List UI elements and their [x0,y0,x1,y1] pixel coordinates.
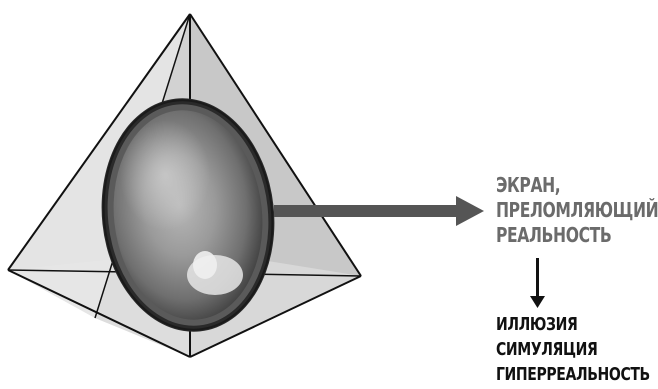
screen-label-line-2: ПРЕЛОМЛЯЮЩИЙ [496,200,658,220]
screen-label-line-3: РЕАЛЬНОСТЬ [496,225,611,245]
outcome-simulation: СИМУЛЯЦИЯ [496,341,597,359]
arrow-to-outcomes [530,258,545,308]
outcome-hyperreality: ГИПЕРРЕАЛЬНОСТЬ [496,366,650,384]
outcome-illusion: ИЛЛЮЗИЯ [496,316,577,334]
screen-label-line-1: ЭКРАН, [496,175,560,195]
